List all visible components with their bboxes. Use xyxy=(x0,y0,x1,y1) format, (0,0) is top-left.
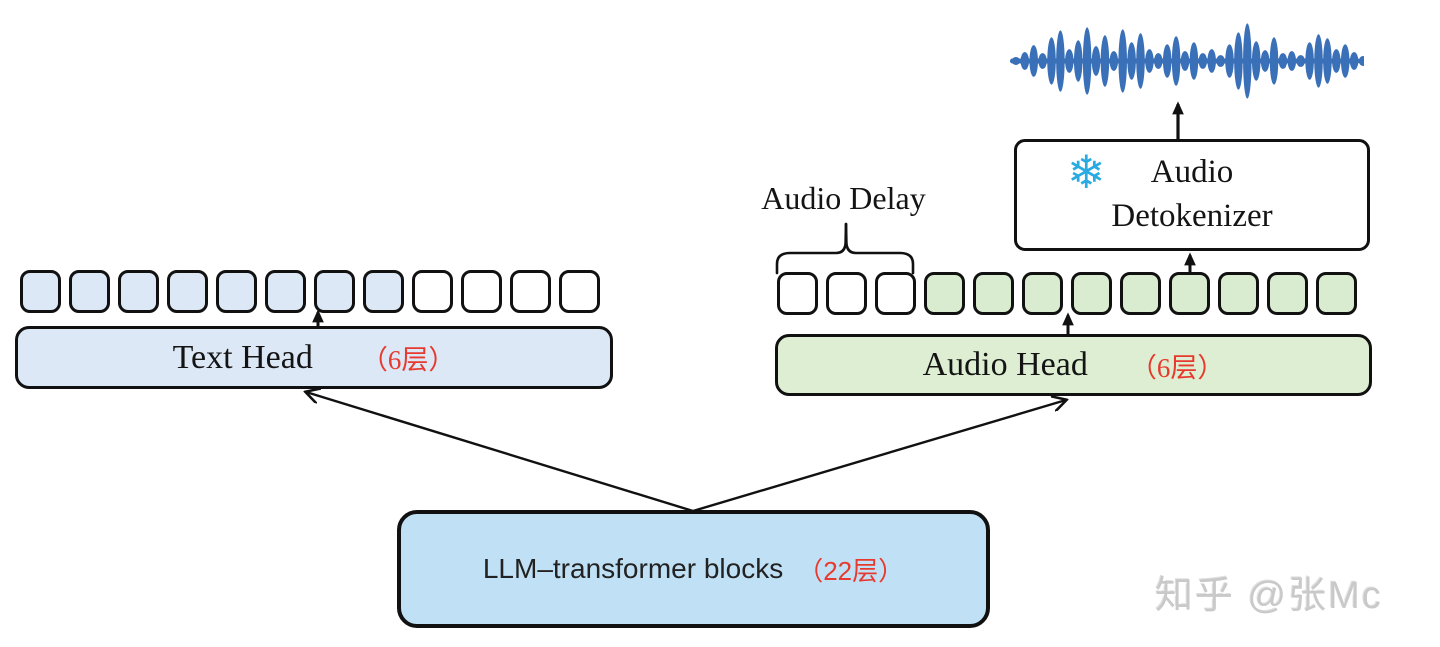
token-square xyxy=(1022,272,1063,315)
text-head-block: Text Head （6层） xyxy=(15,326,613,389)
llm-label: LLM–transformer blocks xyxy=(482,553,784,584)
token-square xyxy=(777,272,818,315)
token-square xyxy=(412,270,453,313)
token-square xyxy=(875,272,916,315)
token-square xyxy=(69,270,110,313)
token-square xyxy=(118,270,159,313)
token-square xyxy=(826,272,867,315)
token-square xyxy=(167,270,208,313)
token-square xyxy=(1120,272,1161,315)
token-square xyxy=(1267,272,1308,315)
token-square xyxy=(1218,272,1259,315)
audio-delay-brace xyxy=(844,222,915,275)
text-head-label: Text Head xyxy=(172,338,313,376)
token-square xyxy=(461,270,502,313)
text-head-layers-label: （6层） xyxy=(360,345,456,375)
audio-detokenizer-box: ❄ Audio Detokenizer xyxy=(1014,139,1370,251)
token-square xyxy=(216,270,257,313)
llm-transformer-block: LLM–transformer blocks （22层） xyxy=(397,510,990,628)
token-square xyxy=(314,270,355,313)
audio-head-block: Audio Head （6层） xyxy=(775,334,1372,396)
audio-head-label: Audio Head xyxy=(922,346,1088,383)
token-square xyxy=(973,272,1014,315)
token-square xyxy=(510,270,551,313)
audio-delay-brace xyxy=(775,222,848,275)
token-square xyxy=(1169,272,1210,315)
token-square xyxy=(924,272,965,315)
llm-layers-label: （22层） xyxy=(797,555,905,586)
token-square xyxy=(363,270,404,313)
arrow-llm-to-audiohead xyxy=(692,400,1066,513)
audio-head-layers-label: （6层） xyxy=(1129,352,1225,383)
token-square xyxy=(1316,272,1357,315)
detokenizer-label-line2: Detokenizer xyxy=(1111,198,1273,234)
audio-waveform-icon xyxy=(1009,23,1364,99)
token-square xyxy=(559,270,600,313)
audio-token-row xyxy=(777,272,1357,315)
token-square xyxy=(20,270,61,313)
arrow-llm-to-texthead xyxy=(306,392,694,513)
token-square xyxy=(1071,272,1112,315)
watermark: 知乎 @张Mc xyxy=(1155,575,1383,617)
text-token-row xyxy=(20,270,600,313)
audio-delay-label: Audio Delay xyxy=(761,180,926,216)
detokenizer-label-line1: Audio xyxy=(1150,154,1234,191)
token-square xyxy=(265,270,306,313)
snowflake-icon: ❄ xyxy=(1067,145,1106,199)
